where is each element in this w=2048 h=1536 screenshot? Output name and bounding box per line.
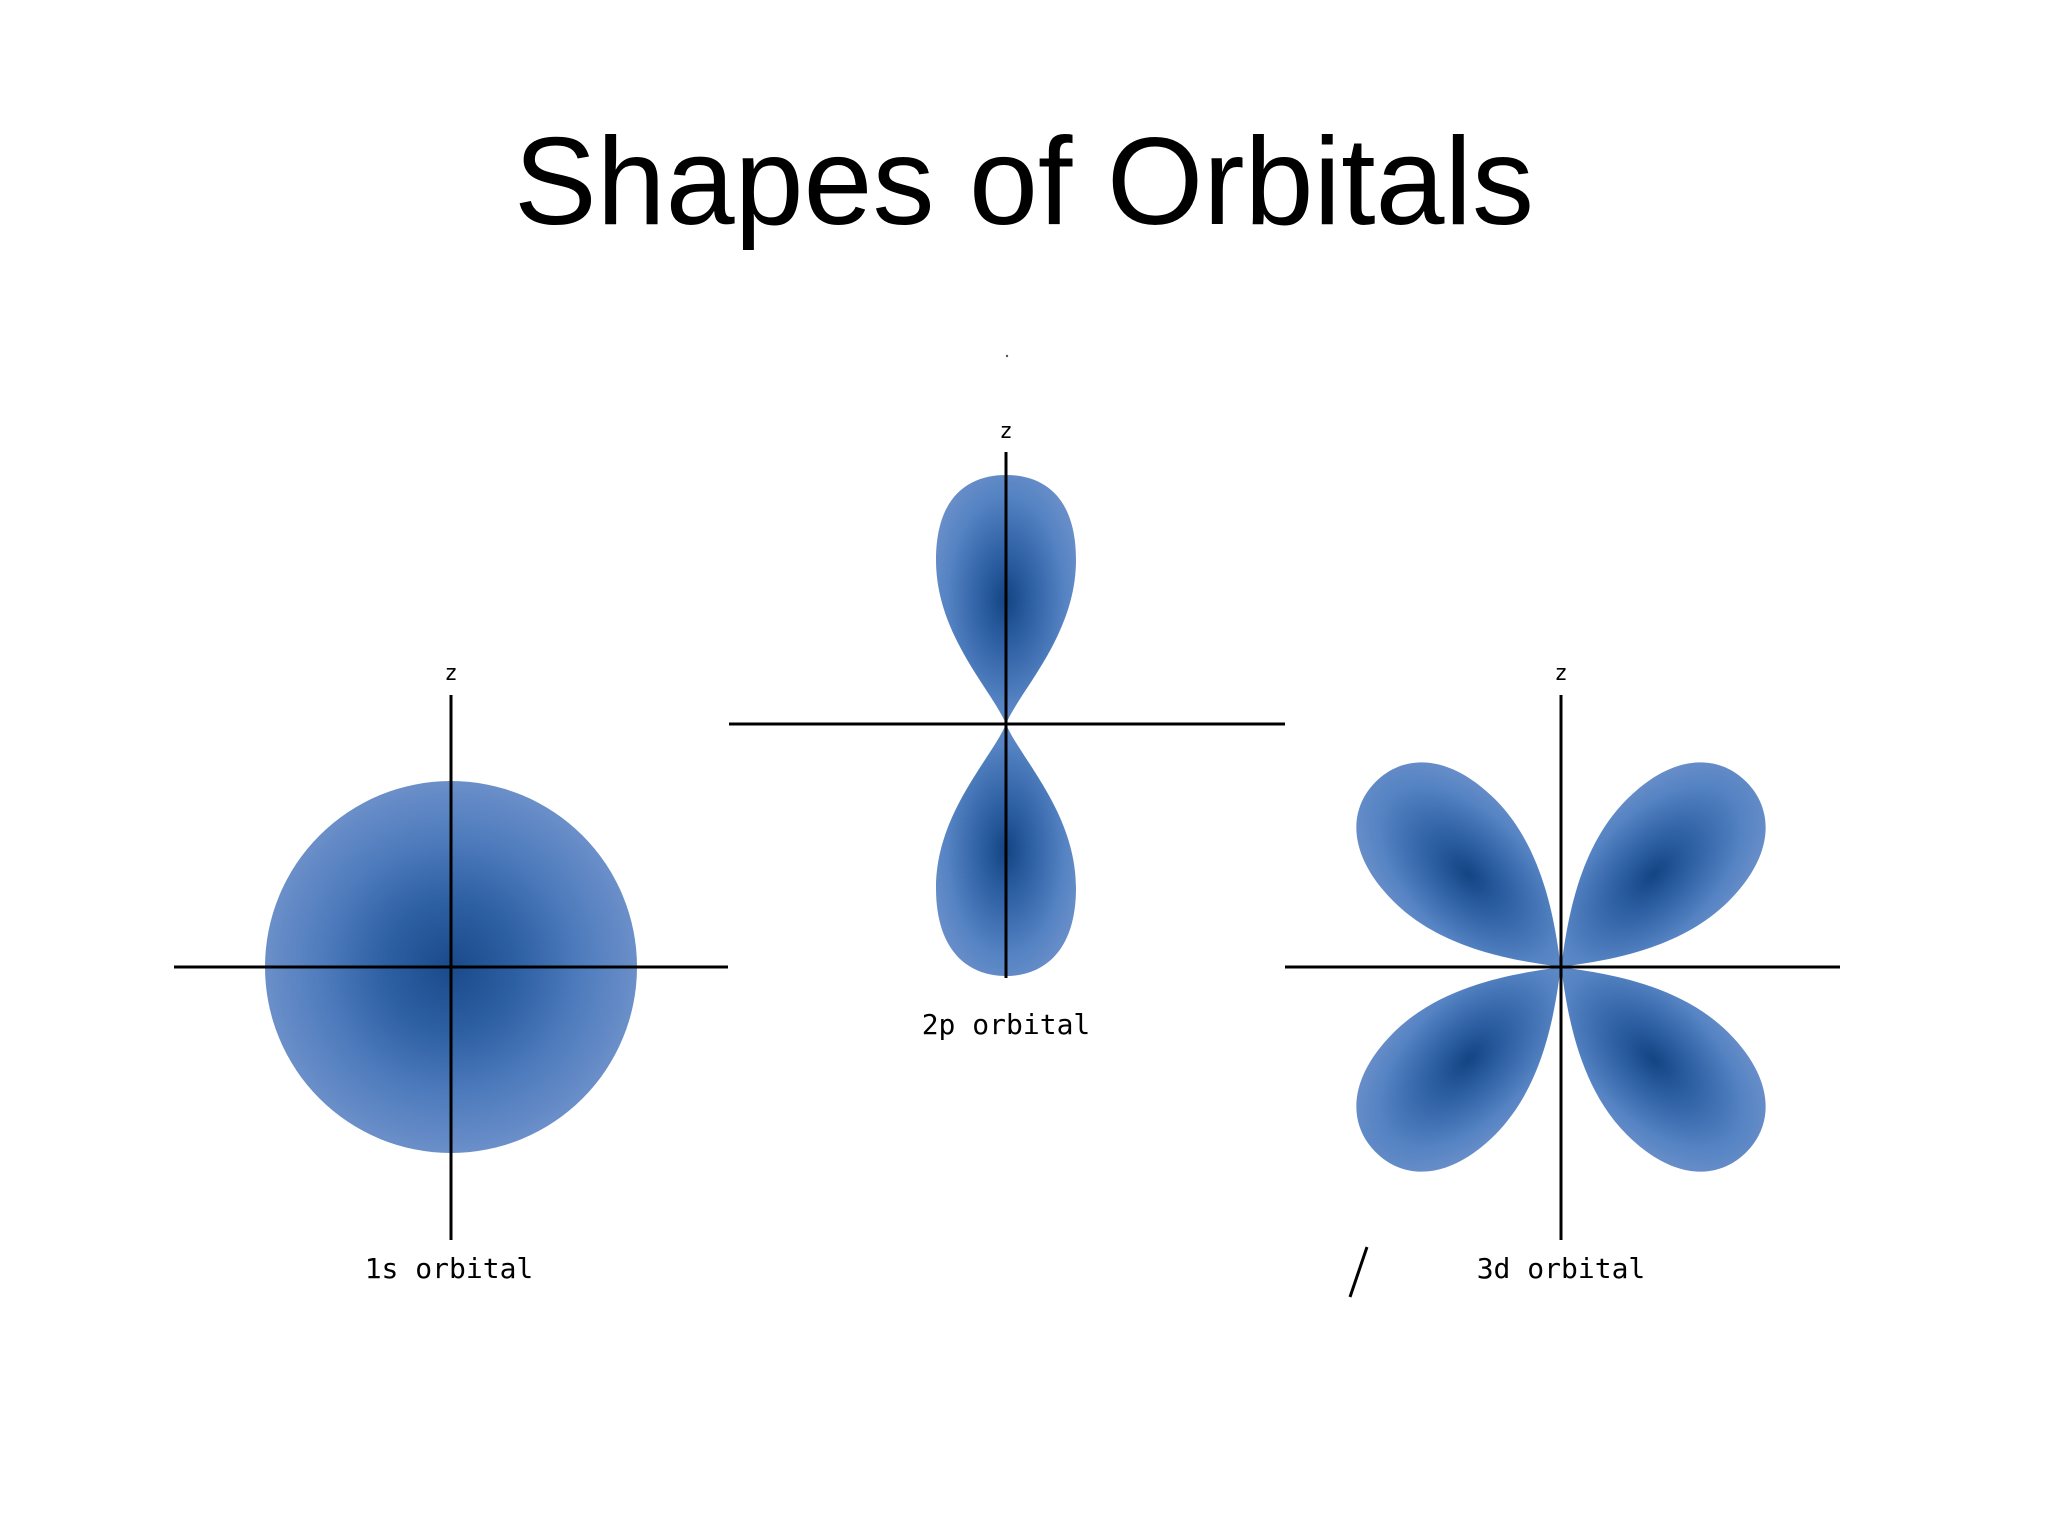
orbital-label: 3d orbital xyxy=(1477,1252,1646,1285)
z-axis-label: z xyxy=(999,419,1012,444)
orbital-1s: z 1s orbital xyxy=(174,661,728,1285)
orbital-label: 2p orbital xyxy=(922,1008,1091,1041)
z-axis-label: z xyxy=(444,661,457,686)
z-axis-label: z xyxy=(1554,661,1567,686)
lobe-upper-left xyxy=(1356,762,1561,967)
slash-mark xyxy=(1348,1246,1369,1298)
orbital-label: 1s orbital xyxy=(365,1252,534,1285)
orbital-3d: z 3d orbital xyxy=(1285,661,1840,1285)
stray-dot xyxy=(1005,354,1009,358)
lobe-upper-right xyxy=(1561,762,1766,967)
orbital-2p: z 2p orbital xyxy=(729,419,1285,1041)
lobe-lower-right xyxy=(1561,967,1766,1172)
slide-title: Shapes of Orbitals xyxy=(513,113,1535,251)
lobe-lower-left xyxy=(1356,967,1561,1172)
